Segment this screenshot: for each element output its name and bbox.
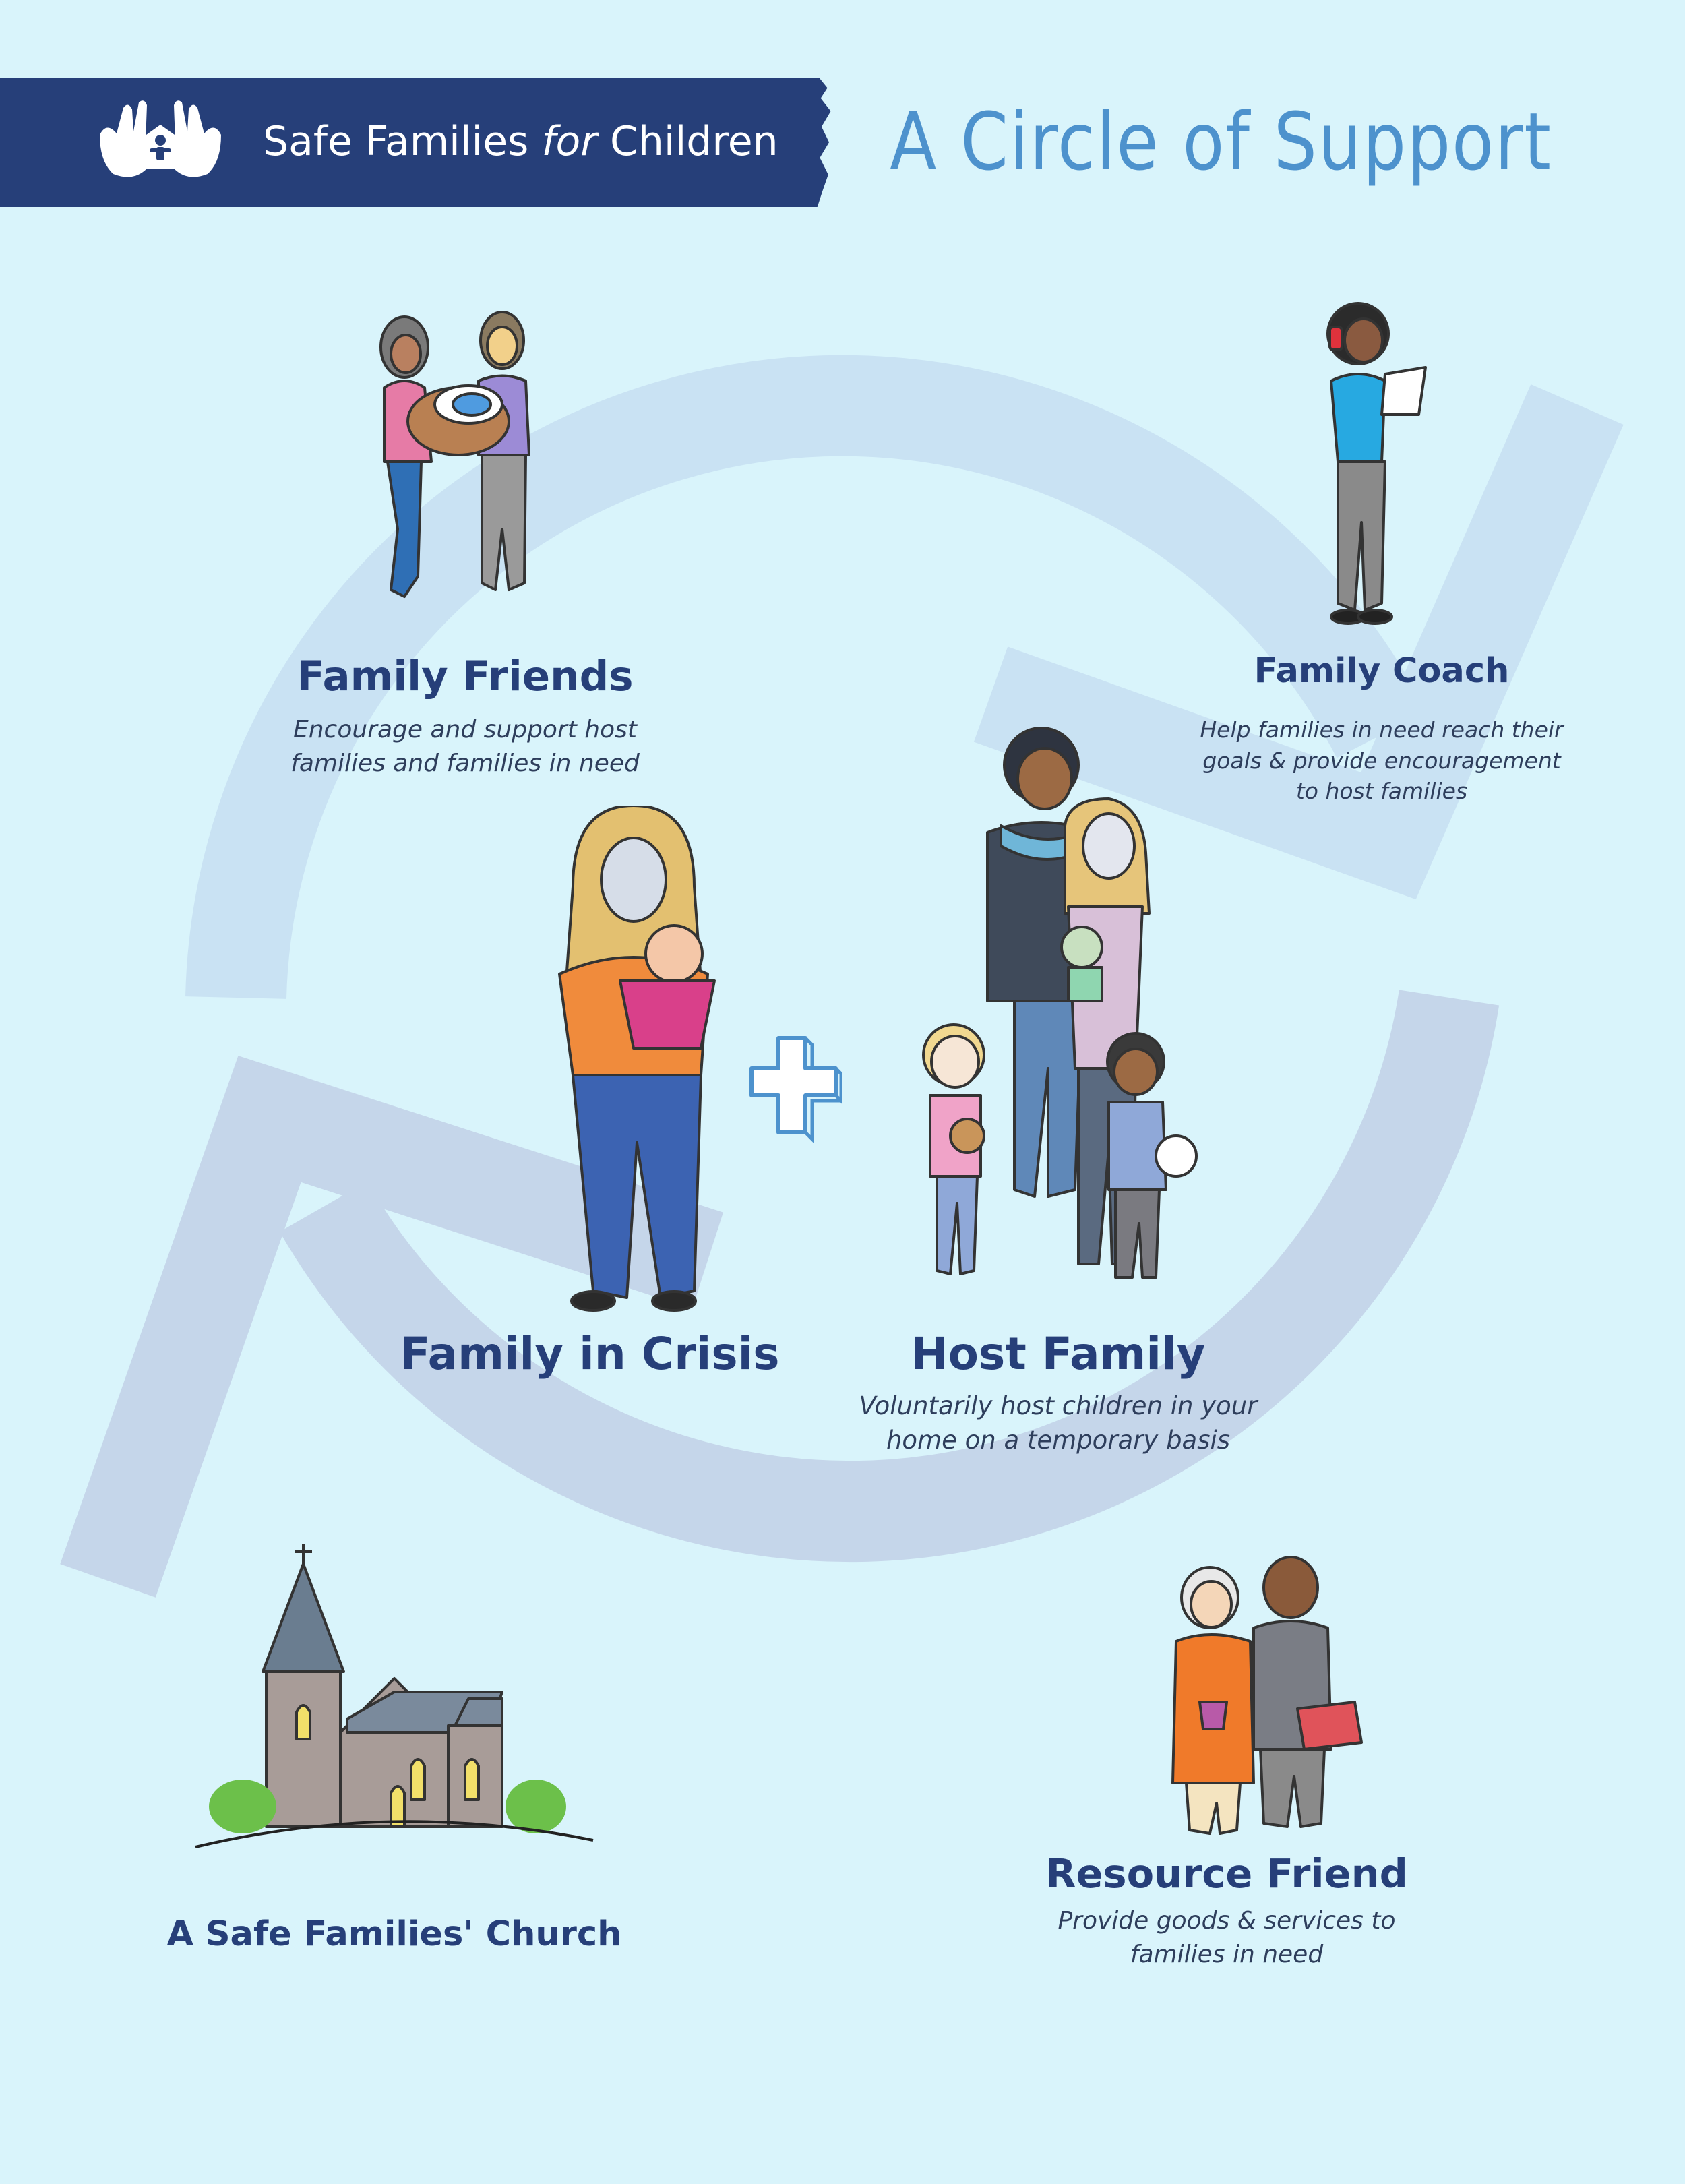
host-family-group-illustration — [922, 727, 1198, 1279]
church-illustration — [195, 1544, 594, 1848]
family-coach-title: Family Coach — [1254, 651, 1510, 691]
woman-on-phone-illustration — [1326, 302, 1427, 625]
brand-name: Safe Families for Children — [263, 118, 778, 165]
host-family-title: Host Family — [911, 1328, 1206, 1380]
family-coach-description: Help families in need reach their goals … — [1200, 717, 1564, 805]
host-family-description: Voluntarily host children in your home o… — [859, 1391, 1258, 1455]
elderly-couple-illustration — [1171, 1556, 1363, 1835]
family-in-crisis-title: Family in Crisis — [400, 1328, 780, 1380]
resource-friend-title: Resource Friend — [1045, 1850, 1408, 1897]
two-women-with-baby-basket-illustration — [379, 311, 530, 598]
plus-icon — [749, 1036, 842, 1143]
mother-holding-baby-illustration — [558, 806, 716, 1312]
family-friends-title: Family Friends — [297, 653, 634, 700]
family-friends-description: Encourage and support host families and … — [290, 716, 640, 777]
resource-friend-description: Provide goods & services to families in … — [1058, 1907, 1396, 1968]
hands-child-logo-icon — [100, 100, 221, 177]
page-title: A Circle of Support — [890, 95, 1552, 188]
church-title: A Safe Families' Church — [166, 1914, 622, 1954]
